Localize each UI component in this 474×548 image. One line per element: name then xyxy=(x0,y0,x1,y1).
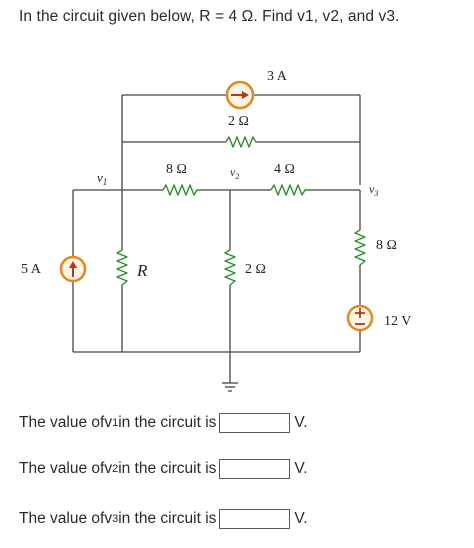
current-source-5a xyxy=(59,255,87,283)
resistor-8ohm-left xyxy=(162,184,199,196)
answer-unit: V. xyxy=(294,510,308,527)
answer-prefix: The value of xyxy=(19,460,105,477)
v2-answer-input[interactable] xyxy=(219,459,291,479)
label-v1: v1 xyxy=(97,170,107,187)
label-12v: 12 V xyxy=(384,314,411,329)
answer-var: v xyxy=(104,414,113,431)
answer-var: v xyxy=(104,460,113,477)
resistor-R xyxy=(116,249,128,286)
label-r: R xyxy=(136,261,148,280)
label-3a: 3 A xyxy=(267,69,288,84)
label-v3: v3 xyxy=(369,182,378,198)
v1-answer-input[interactable] xyxy=(219,413,291,433)
label-8ohm-left: 8 Ω xyxy=(166,162,187,177)
current-source-3a xyxy=(225,80,255,110)
answer-suffix: in the circuit is xyxy=(118,460,217,477)
ground-symbol xyxy=(222,382,238,392)
resistor-4ohm xyxy=(270,184,309,196)
v3-answer-input[interactable] xyxy=(219,509,291,529)
label-2ohm-top: 2 Ω xyxy=(228,114,249,129)
answer-suffix: in the circuit is xyxy=(118,510,217,527)
label-4ohm: 4 Ω xyxy=(274,162,295,177)
answer-sub: 2 xyxy=(112,463,119,475)
label-5a: 5 A xyxy=(21,262,42,277)
resistor-2ohm-top xyxy=(225,136,258,148)
wires xyxy=(72,94,361,383)
answer-unit: V. xyxy=(294,414,308,431)
resistor-8ohm-right xyxy=(354,229,366,266)
answer-prefix: The value of xyxy=(19,510,105,527)
answer-sub: 3 xyxy=(112,513,119,525)
answer-sub: 1 xyxy=(112,417,119,429)
answer-var: v xyxy=(104,510,113,527)
resistor-2ohm-mid xyxy=(224,249,236,286)
answer-unit: V. xyxy=(294,460,308,477)
voltage-source-12v xyxy=(346,304,374,332)
label-8ohm-right: 8 Ω xyxy=(376,238,397,253)
label-2ohm-mid: 2 Ω xyxy=(245,262,266,277)
answer-prefix: The value of xyxy=(19,414,105,431)
answer-suffix: in the circuit is xyxy=(118,414,217,431)
question-text: In the circuit given below, R = 4 Ω. Fin… xyxy=(19,8,400,25)
label-v2: v2 xyxy=(230,165,239,181)
